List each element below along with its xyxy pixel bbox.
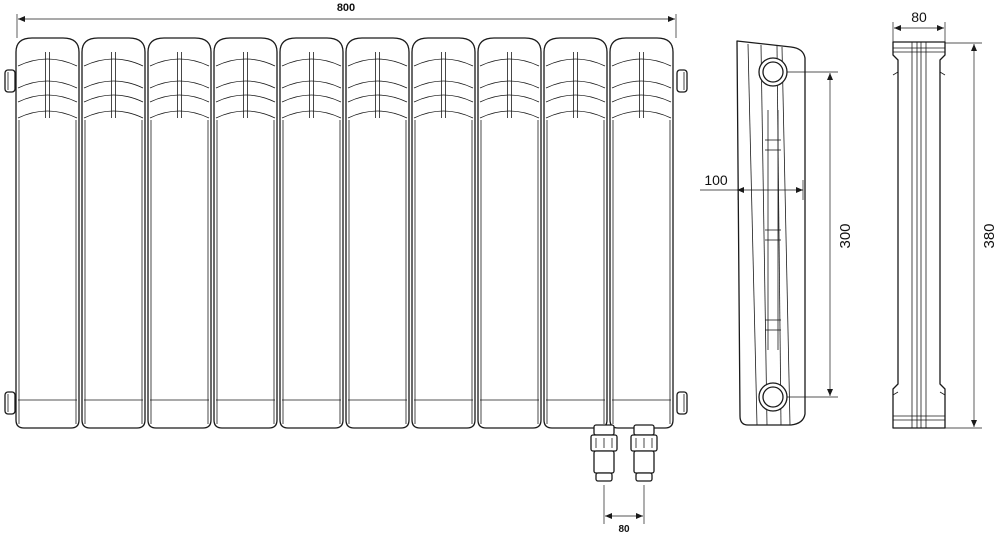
height-dimension-label: 380: [981, 223, 998, 248]
offset-dimension: 100: [700, 172, 804, 200]
radiator-section: [81, 37, 146, 429]
right-top-plug: [676, 69, 688, 93]
height-dimension: 380: [945, 42, 998, 429]
connection-spacing-label: 80: [618, 524, 630, 535]
radiator-sections: [15, 37, 674, 429]
radiator-section: [609, 37, 674, 429]
left-top-plug: [4, 69, 16, 93]
depth-dimension: 80: [892, 9, 946, 42]
valve-left: [590, 424, 618, 482]
radiator-section: [411, 37, 476, 429]
right-bottom-plug: [676, 391, 688, 415]
radiator-section: [543, 37, 608, 429]
radiator-section: [345, 37, 410, 429]
center-distance-label: 300: [837, 223, 854, 248]
valve-right: [630, 424, 658, 482]
front-view: 800 80: [4, 2, 688, 535]
left-bottom-plug: [4, 391, 16, 415]
offset-dimension-label: 100: [704, 172, 728, 188]
bottom-connection-boss: [758, 382, 788, 412]
connection-spacing-dimension: 80: [603, 485, 645, 535]
radiator-section: [279, 37, 344, 429]
top-connection-boss: [758, 57, 788, 87]
side-view: 100 300: [700, 40, 854, 426]
depth-dimension-label: 80: [911, 9, 927, 25]
end-view: 80 380: [892, 9, 998, 429]
width-dimension-label: 800: [337, 2, 355, 14]
radiator-section: [213, 37, 278, 429]
radiator-section: [15, 37, 80, 429]
radiator-section: [147, 37, 212, 429]
center-distance-dimension: 300: [787, 71, 854, 398]
radiator-section: [477, 37, 542, 429]
width-dimension: 800: [16, 2, 677, 38]
